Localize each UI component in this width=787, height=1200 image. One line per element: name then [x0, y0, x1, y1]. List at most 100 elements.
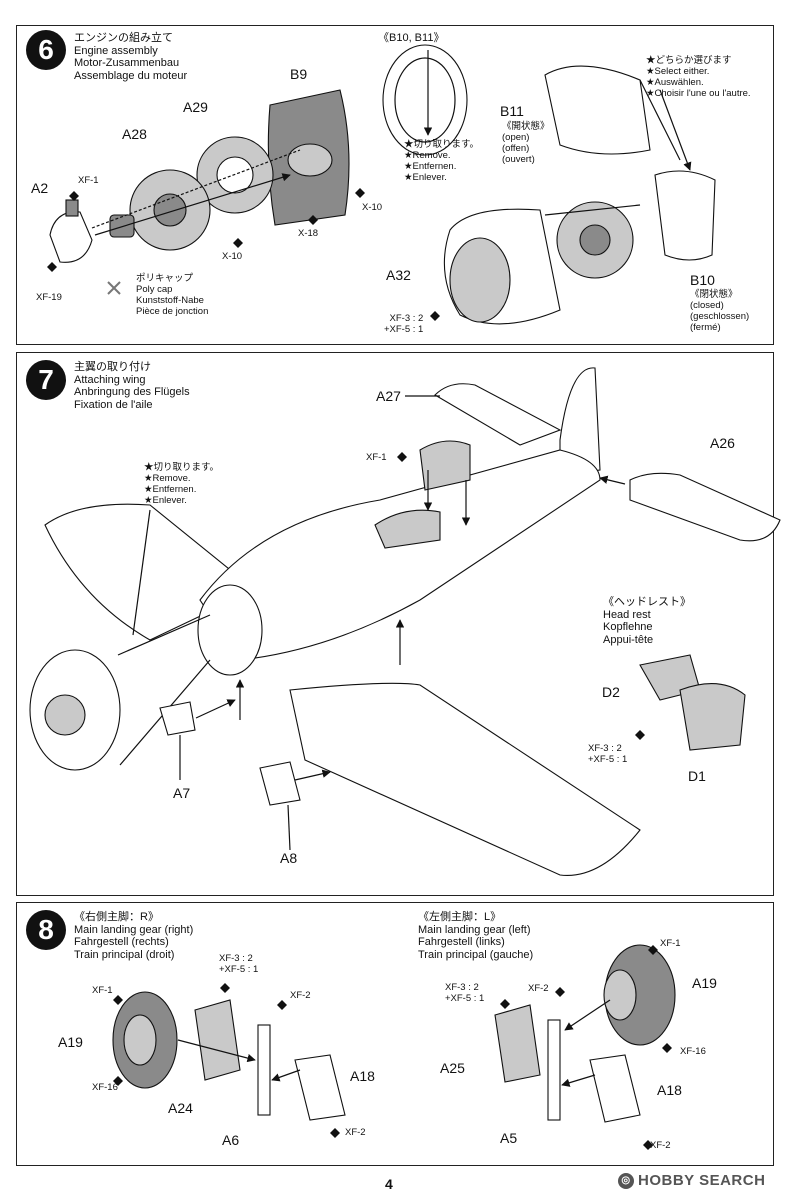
paint-drop-icon [69, 191, 79, 201]
paint-mix-step7: XF-3 : 2 +XF-5 : 1 [588, 743, 628, 765]
select-note: ★どちらか選びます ★Select either. ★Auswählen. ★C… [646, 55, 751, 99]
paint-drop-icon [355, 188, 365, 198]
paint-mix-right: XF-3 : 2 +XF-5 : 1 [219, 953, 259, 975]
paint-xf19: XF-19 [36, 292, 62, 303]
paint-drop-icon [648, 945, 658, 955]
page-number: 4 [385, 1176, 393, 1192]
airplane-assembly [29, 367, 781, 877]
paint-drop-icon [277, 1000, 287, 1010]
label-a19-left: A19 [692, 975, 717, 991]
gear-leg-a18-left [589, 1054, 641, 1123]
b10-state: 《閉状態》 (closed) (geschlossen) (fermé) [690, 289, 750, 333]
label-a25: A25 [440, 1060, 465, 1076]
paint-drop-icon [330, 1128, 340, 1138]
engine-front-row [129, 169, 211, 251]
paint-drop-icon [233, 238, 243, 248]
paint-xf2-left-b: XF-2 [650, 1140, 671, 1151]
part-a7-shape [159, 701, 196, 736]
paint-drop-icon [113, 1076, 123, 1086]
paint-drop-icon [635, 730, 645, 740]
paint-mix-left: XF-3 : 2 +XF-5 : 1 [445, 982, 485, 1004]
b11-state: 《開状態》 (open) (offen) (ouvert) [502, 121, 550, 165]
paint-drop-icon [113, 995, 123, 1005]
step7-number: 7 [26, 360, 66, 400]
gear-left-view [494, 944, 676, 1150]
stabilizer-a26 [629, 472, 781, 542]
cowling-view [382, 44, 716, 325]
paint-xf16-right: XF-16 [92, 1082, 118, 1093]
headrest-top [419, 440, 471, 491]
label-a18-left: A18 [657, 1082, 682, 1098]
paint-xf2-right-a: XF-2 [290, 990, 311, 1001]
stabilizer-a27 [434, 383, 562, 446]
step8-number: 8 [26, 910, 66, 950]
paint-mix-step6: XF-3 : 2 +XF-5 : 1 [384, 313, 424, 335]
paint-x18: X-18 [298, 228, 319, 239]
paint-x10-b: X-10 [362, 202, 383, 213]
paint-xf16-left: XF-16 [680, 1046, 706, 1057]
label-a32: A32 [386, 267, 411, 283]
label-a29: A29 [183, 99, 208, 115]
engine-exploded-view [47, 89, 440, 321]
wing-lower [289, 682, 641, 877]
cowl-flap-closed-b10 [654, 170, 716, 261]
label-d2: D2 [602, 684, 620, 700]
watermark-logo-icon: ◎ [618, 1173, 634, 1190]
paint-xf2-right-b: XF-2 [345, 1127, 366, 1138]
gear-door-a25 [494, 1004, 541, 1083]
paint-drop-icon [47, 262, 57, 272]
paint-xf1-right: XF-1 [92, 985, 113, 996]
watermark: ◎HOBBY SEARCH [618, 1172, 765, 1190]
gear-right-view [112, 983, 346, 1138]
cut-note-step7: ★切り取ります。 ★Remove. ★Entfernen. ★Enlever. [144, 462, 220, 506]
gear-door-a24 [194, 999, 241, 1081]
label-b11: B11 [500, 103, 524, 119]
paint-xf1-left: XF-1 [660, 938, 681, 949]
cut-note-step6: ★切り取ります。 ★Remove. ★Entfernen. ★Enlever. [404, 139, 480, 183]
label-a26: A26 [710, 435, 735, 451]
step8-left-title: 《左側主脚：L》 Main landing gear (left) Fahrge… [418, 911, 534, 961]
paint-drop-icon [662, 1043, 672, 1053]
paint-drop-icon [555, 987, 565, 997]
fuselage [199, 449, 601, 661]
paint-drop-icon [430, 311, 440, 321]
polycap-shape [109, 214, 135, 238]
label-a19-right: A19 [58, 1034, 83, 1050]
polycap-note: ポリキャップ Poly cap Kunststoff-Nabe Pièce de… [136, 273, 209, 317]
cross-icon [107, 281, 121, 295]
label-d1: D1 [688, 768, 706, 784]
label-a18-right: A18 [350, 1068, 375, 1084]
gear-strut-a5 [547, 1019, 561, 1121]
paint-xf1: XF-1 [78, 175, 99, 186]
cockpit [374, 509, 441, 549]
gear-case-a2-shape [49, 211, 93, 263]
label-a5: A5 [500, 1130, 518, 1146]
step6-number: 6 [26, 30, 66, 70]
gear-leg-a18-right [294, 1054, 346, 1121]
step7-title: 主翼の取り付け Attaching wing Anbringung des Fl… [74, 361, 190, 411]
headrest-d1 [679, 683, 746, 751]
label-a7: A7 [173, 785, 191, 801]
step8-right-title: 《右側主脚：R》 Main landing gear (right) Fahrg… [74, 911, 194, 961]
tail-fin [559, 367, 601, 476]
paint-drop-icon [500, 999, 510, 1009]
label-a2: A2 [31, 180, 49, 196]
label-a8: A8 [280, 850, 298, 866]
paint-drop-icon [397, 452, 407, 462]
cowl-header: 《B10, B11》 [378, 32, 445, 44]
paint-xf1-step7: XF-1 [366, 452, 387, 463]
label-a24: A24 [168, 1100, 193, 1116]
cowl-flap-open-b11 [544, 65, 651, 155]
paint-x10-a: X-10 [222, 251, 243, 262]
paint-drop-icon [220, 983, 230, 993]
label-a27: A27 [376, 388, 401, 404]
headrest-title: 《ヘッドレスト》 Head rest Kopflehne Appui-tête [603, 596, 691, 646]
paint-drop-icon [643, 1140, 653, 1150]
paint-xf2-left-a: XF-2 [528, 983, 549, 994]
paint-drop-icon [308, 215, 318, 225]
label-b9: B9 [290, 66, 308, 82]
label-b10: B10 [690, 272, 715, 288]
part-a8-shape [259, 761, 301, 806]
label-a6: A6 [222, 1132, 240, 1148]
